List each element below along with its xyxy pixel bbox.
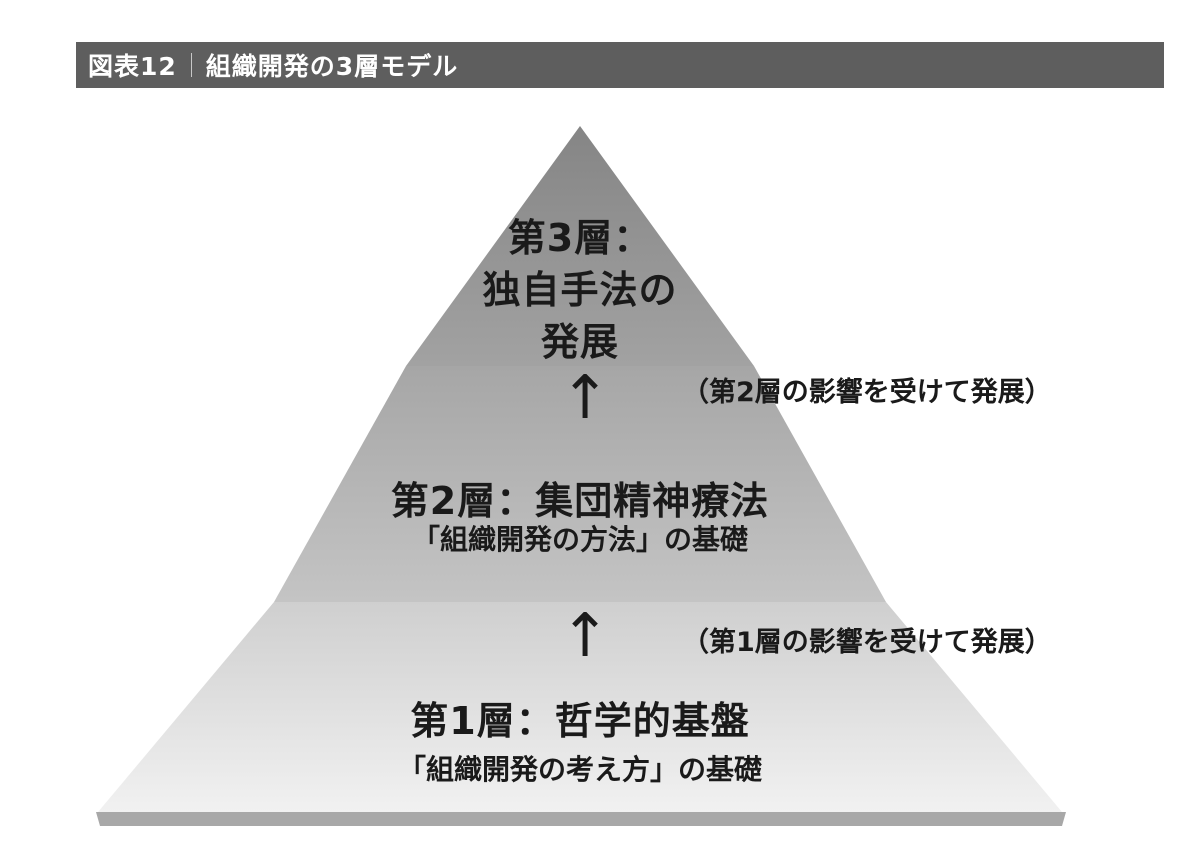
layer2-title: 第2層：集団精神療法 [390,479,770,523]
arrow-up-icon: ↑ [560,363,611,433]
pyramid-base-shadow [96,812,1066,826]
layer1-title: 第1層：哲学的基盤 [410,699,750,743]
figure-header: 図表12 組織開発の3層モデル [76,42,1164,88]
layer3-title: 第3層： 独自手法の 発展 [420,212,740,368]
layer3-title-line3: 発展 [540,320,619,364]
note-layer2-influence: （第2層の影響を受けて発展） [682,377,1052,408]
pyramid-layer-2 [274,366,886,602]
layer1-subtitle: 「組織開発の考え方」の基礎 [397,753,762,786]
note-layer1-influence: （第1層の影響を受けて発展） [682,627,1052,658]
pyramid-layer-3 [406,126,754,366]
arrow-up-icon: ↑ [560,601,611,671]
layer2-subtitle: 「組織開発の方法」の基礎 [411,523,748,556]
figure-title: 組織開発の3層モデル [205,52,459,81]
layer3-title-line2: 独自手法の [482,268,678,312]
layer3-title-line1: 第3層： [507,216,653,260]
pyramid-layer-1 [98,602,1062,812]
figure-number: 図表12 [88,52,177,81]
header-separator [190,53,192,77]
